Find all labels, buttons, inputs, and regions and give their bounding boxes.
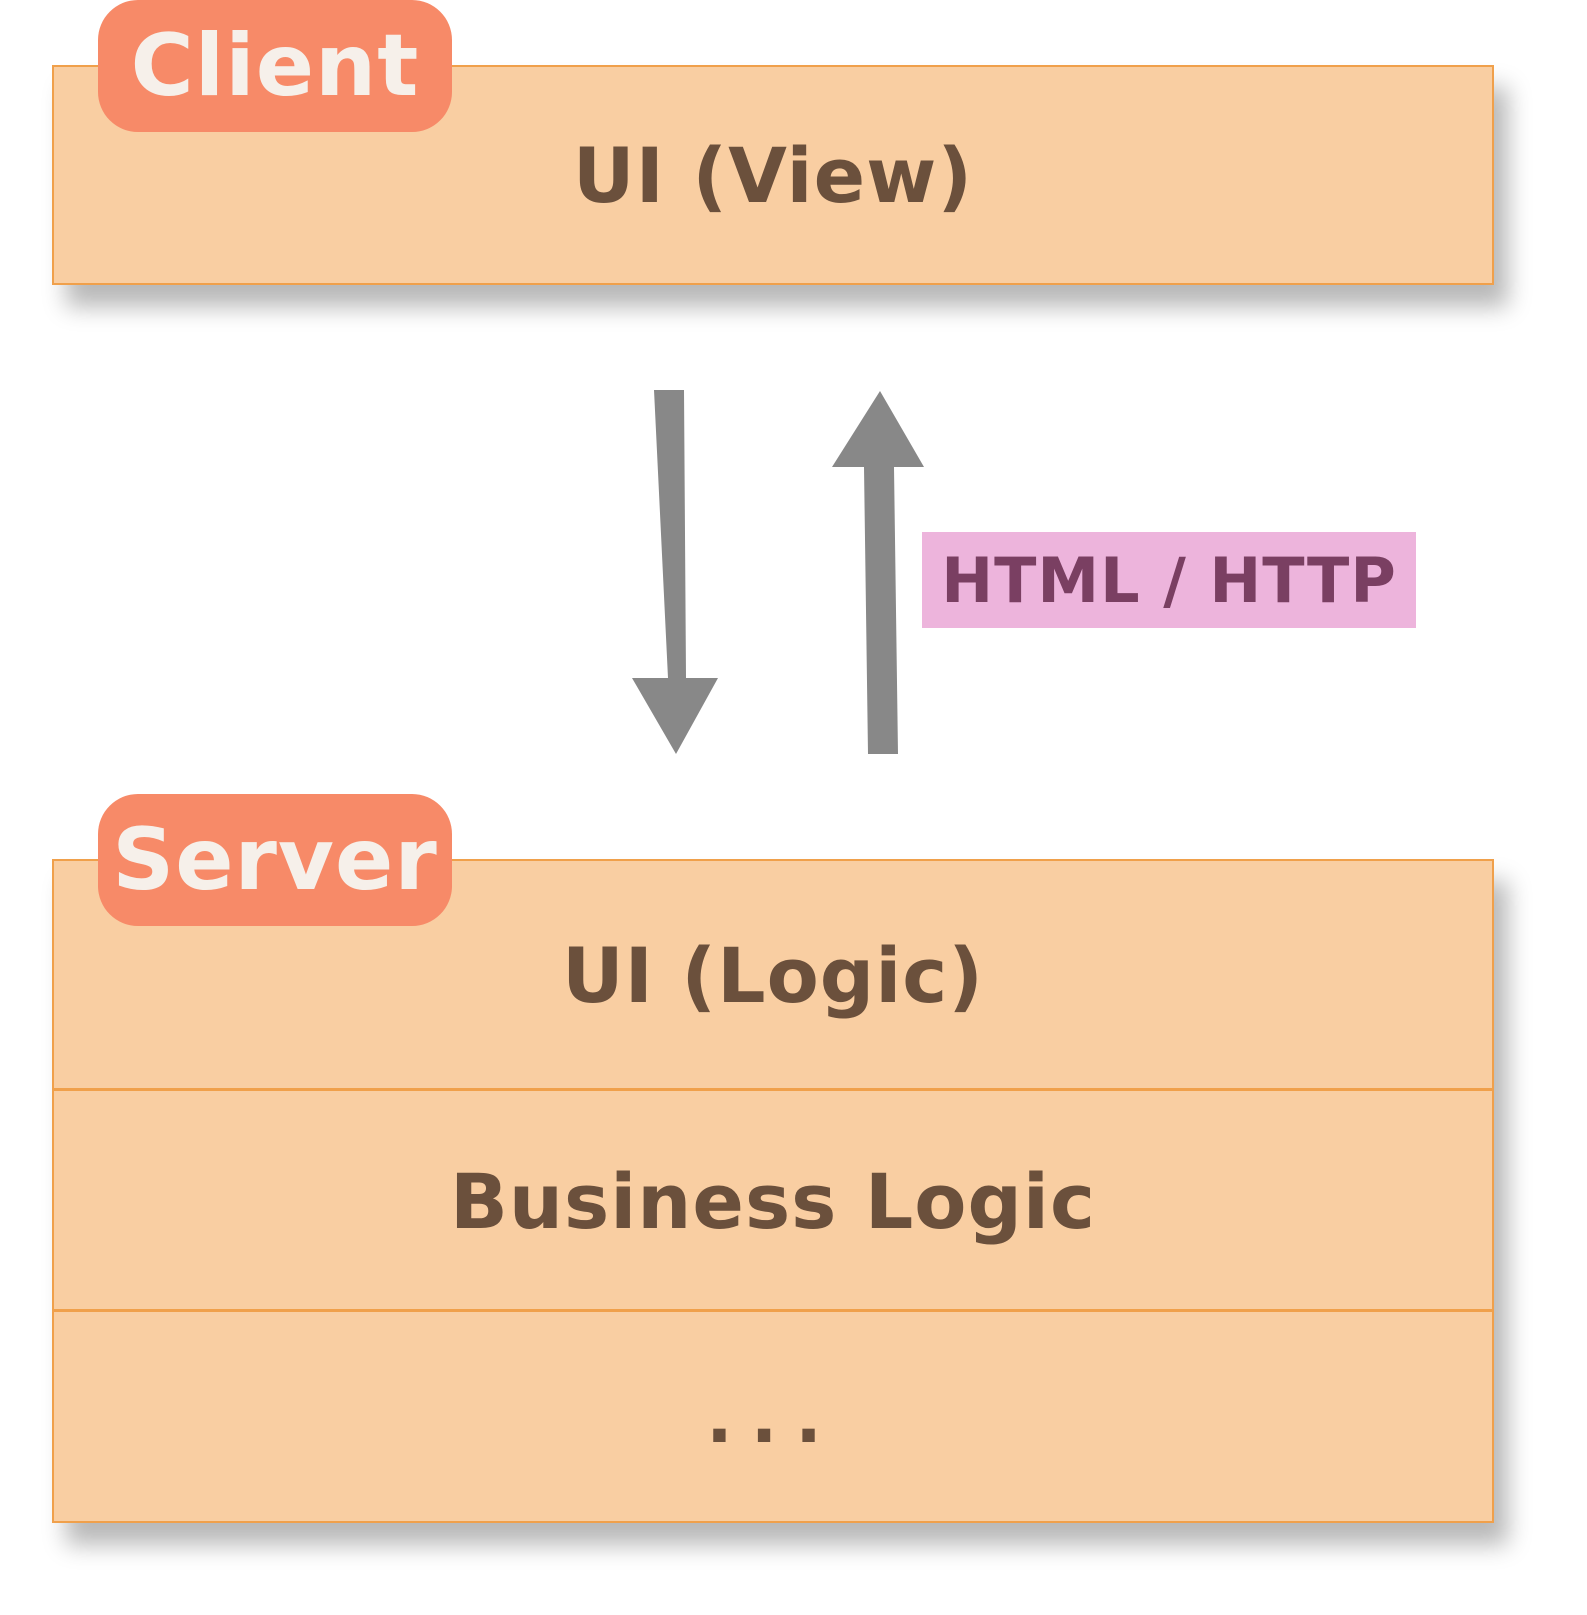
server-layer-more-label: ... xyxy=(706,1377,840,1459)
down-arrow xyxy=(632,390,718,754)
protocol-label-text: HTML / HTTP xyxy=(941,543,1397,617)
server-layer-business-logic-label: Business Logic xyxy=(449,1156,1097,1246)
up-arrow xyxy=(832,391,924,754)
client-layer-label: UI (View) xyxy=(572,130,974,220)
server-tag-label: Server xyxy=(112,810,438,910)
server-layer-more: ... xyxy=(54,1309,1492,1524)
protocol-label: HTML / HTTP xyxy=(922,532,1416,628)
client-tag: Client xyxy=(98,0,452,132)
server-layer-ui-logic: UI (Logic) xyxy=(54,861,1492,1089)
server-box: UI (Logic) Business Logic ... xyxy=(52,859,1494,1523)
server-layer-business-logic: Business Logic xyxy=(54,1088,1492,1311)
server-tag: Server xyxy=(98,794,452,926)
server-layer-ui-logic-label: UI (Logic) xyxy=(561,930,985,1020)
down-arrow-shape xyxy=(632,390,718,754)
up-arrow-shape xyxy=(832,391,924,754)
client-layer-ui-view: UI (View) xyxy=(54,67,1492,283)
client-tag-label: Client xyxy=(130,16,420,116)
